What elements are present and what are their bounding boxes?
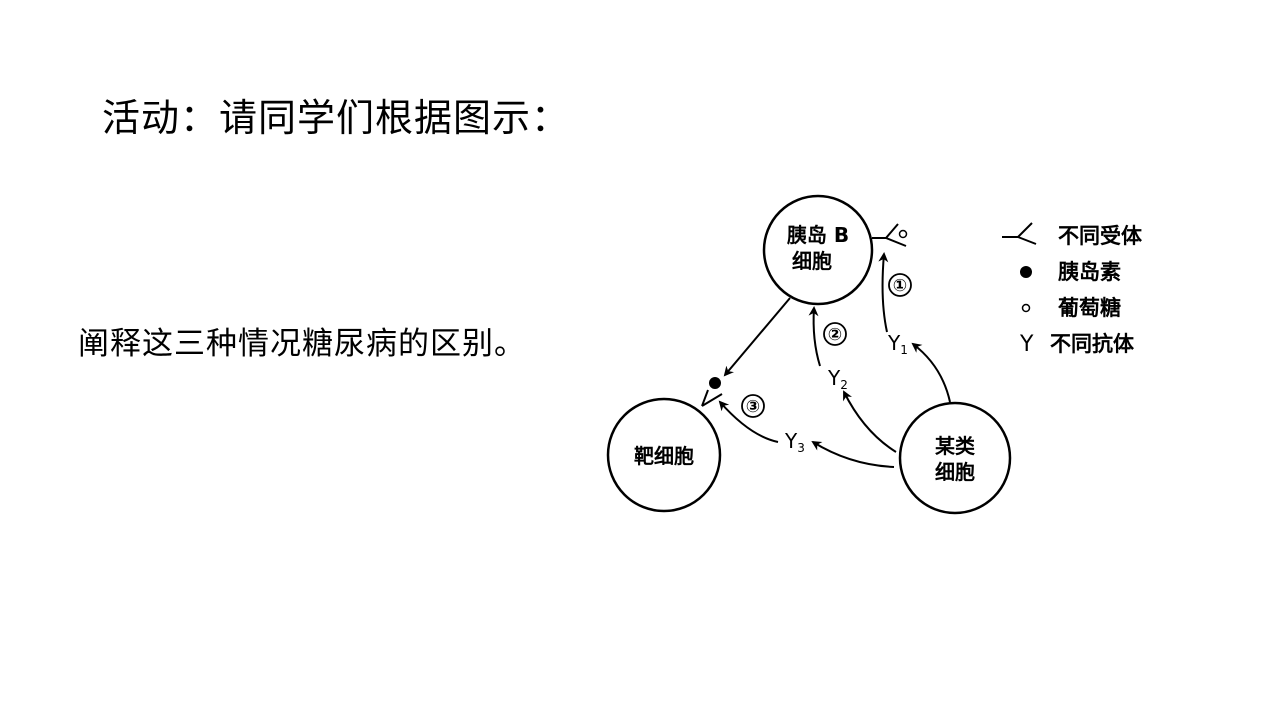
antibody-y3-arrow [811, 440, 895, 468]
legend-insulin: 胰岛素 [1020, 260, 1121, 284]
antibody-icon: Y [1019, 332, 1034, 357]
slide-body-text: 阐释这三种情况糖尿病的区别。 [78, 326, 526, 362]
islet-b-receptor [872, 223, 908, 247]
target-receptor [701, 377, 723, 407]
svg-text:葡萄糖: 葡萄糖 [1057, 296, 1121, 320]
slide-title: 活动：请同学们根据图示： [102, 96, 571, 140]
pathway-3-number: ③ [741, 394, 765, 418]
antibody-y1-arrow [911, 342, 951, 403]
insulin-secretion-arrow [723, 297, 791, 377]
svg-text:①: ① [893, 276, 907, 296]
svg-text:不同抗体: 不同抗体 [1050, 332, 1135, 356]
pathway-2-number: ② [823, 322, 847, 346]
legend-receptor: 不同受体 [1002, 222, 1143, 248]
certain-cell: 某类 细胞 [898, 401, 1012, 515]
pathway-1-arrow [878, 252, 889, 333]
antibody-y2-label: Y2 [827, 366, 848, 392]
certain-cell-label-1: 某类 [935, 434, 975, 458]
islet-b-cell: 胰岛 B 细胞 [762, 194, 874, 306]
legend-glucose: 葡萄糖 [1021, 296, 1121, 320]
legend-antibody: Y 不同抗体 [1019, 332, 1135, 357]
svg-text:②: ② [828, 325, 842, 345]
legend: 不同受体 胰岛素 葡萄糖 Y 不同抗体 [1002, 222, 1143, 357]
pathway-2-arrow [808, 306, 821, 367]
pathway-3-arrow [718, 400, 779, 443]
receptor-icon [1002, 222, 1033, 238]
glucose-marker [898, 229, 908, 239]
antibody-y2-arrow [843, 390, 897, 453]
glucose-icon [1021, 303, 1031, 313]
islet-b-cell-label-2: 细胞 [792, 249, 832, 273]
diabetes-mechanism-diagram: 胰岛 B 细胞 靶细胞 某类 细胞 Y1 Y2 Y3 ① ② [606, 194, 1143, 515]
target-cell: 靶细胞 [606, 397, 722, 513]
antibody-y3-label: Y3 [784, 429, 805, 455]
svg-text:不同受体: 不同受体 [1058, 224, 1143, 248]
islet-b-cell-label-1: 胰岛 B [787, 223, 849, 247]
svg-text:胰岛素: 胰岛素 [1058, 260, 1121, 284]
pathway-1-number: ① [888, 273, 912, 297]
insulin-marker [709, 377, 721, 389]
antibody-y1-label: Y1 [887, 331, 908, 357]
target-cell-label: 靶细胞 [634, 444, 694, 468]
insulin-icon [1020, 266, 1032, 278]
svg-text:③: ③ [746, 397, 760, 417]
certain-cell-label-2: 细胞 [935, 460, 975, 484]
